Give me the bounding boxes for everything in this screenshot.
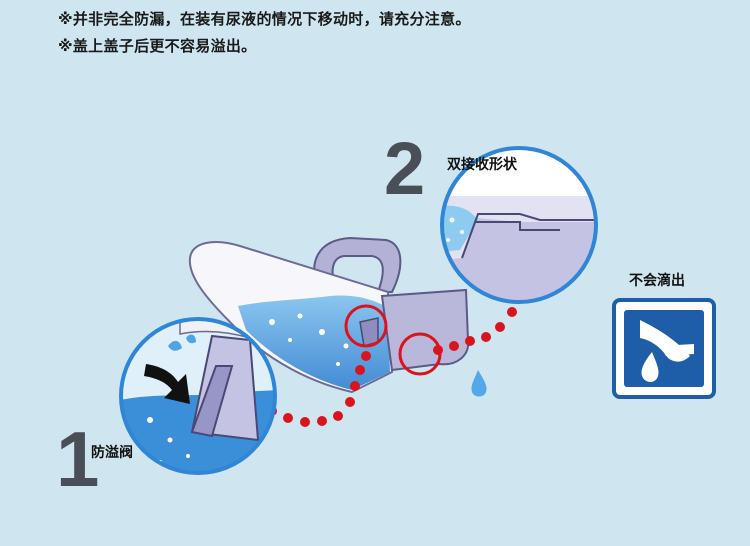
bubbles [269, 313, 349, 366]
dotted-connector-lines [253, 275, 525, 427]
container-handle [313, 236, 402, 294]
step-label-1: 防溢阀 [91, 445, 133, 461]
valve-highlight-circle [344, 304, 388, 348]
drop-icon [641, 352, 659, 382]
container-spout [380, 288, 470, 372]
magnifier-double-receiving [440, 146, 598, 304]
magnifier-valve [119, 317, 277, 475]
water-droplet [471, 370, 487, 397]
arrow-icon [144, 364, 190, 404]
urine-liquid [238, 295, 390, 390]
urinal-container [188, 236, 487, 397]
step-number-2: 2 [384, 127, 426, 210]
no-drip-badge [612, 298, 716, 399]
note-line-1: ※并非完全防漏，在装有尿液的情况下移动时，请充分注意。 [58, 10, 471, 28]
small-valve [359, 317, 379, 347]
note-line-2: ※盖上盖子后更不容易溢出。 [58, 37, 257, 55]
step-number-1: 1 [56, 415, 100, 503]
badge-label: 不会滴出 [629, 273, 685, 289]
step-label-2: 双接收形状 [447, 157, 517, 173]
